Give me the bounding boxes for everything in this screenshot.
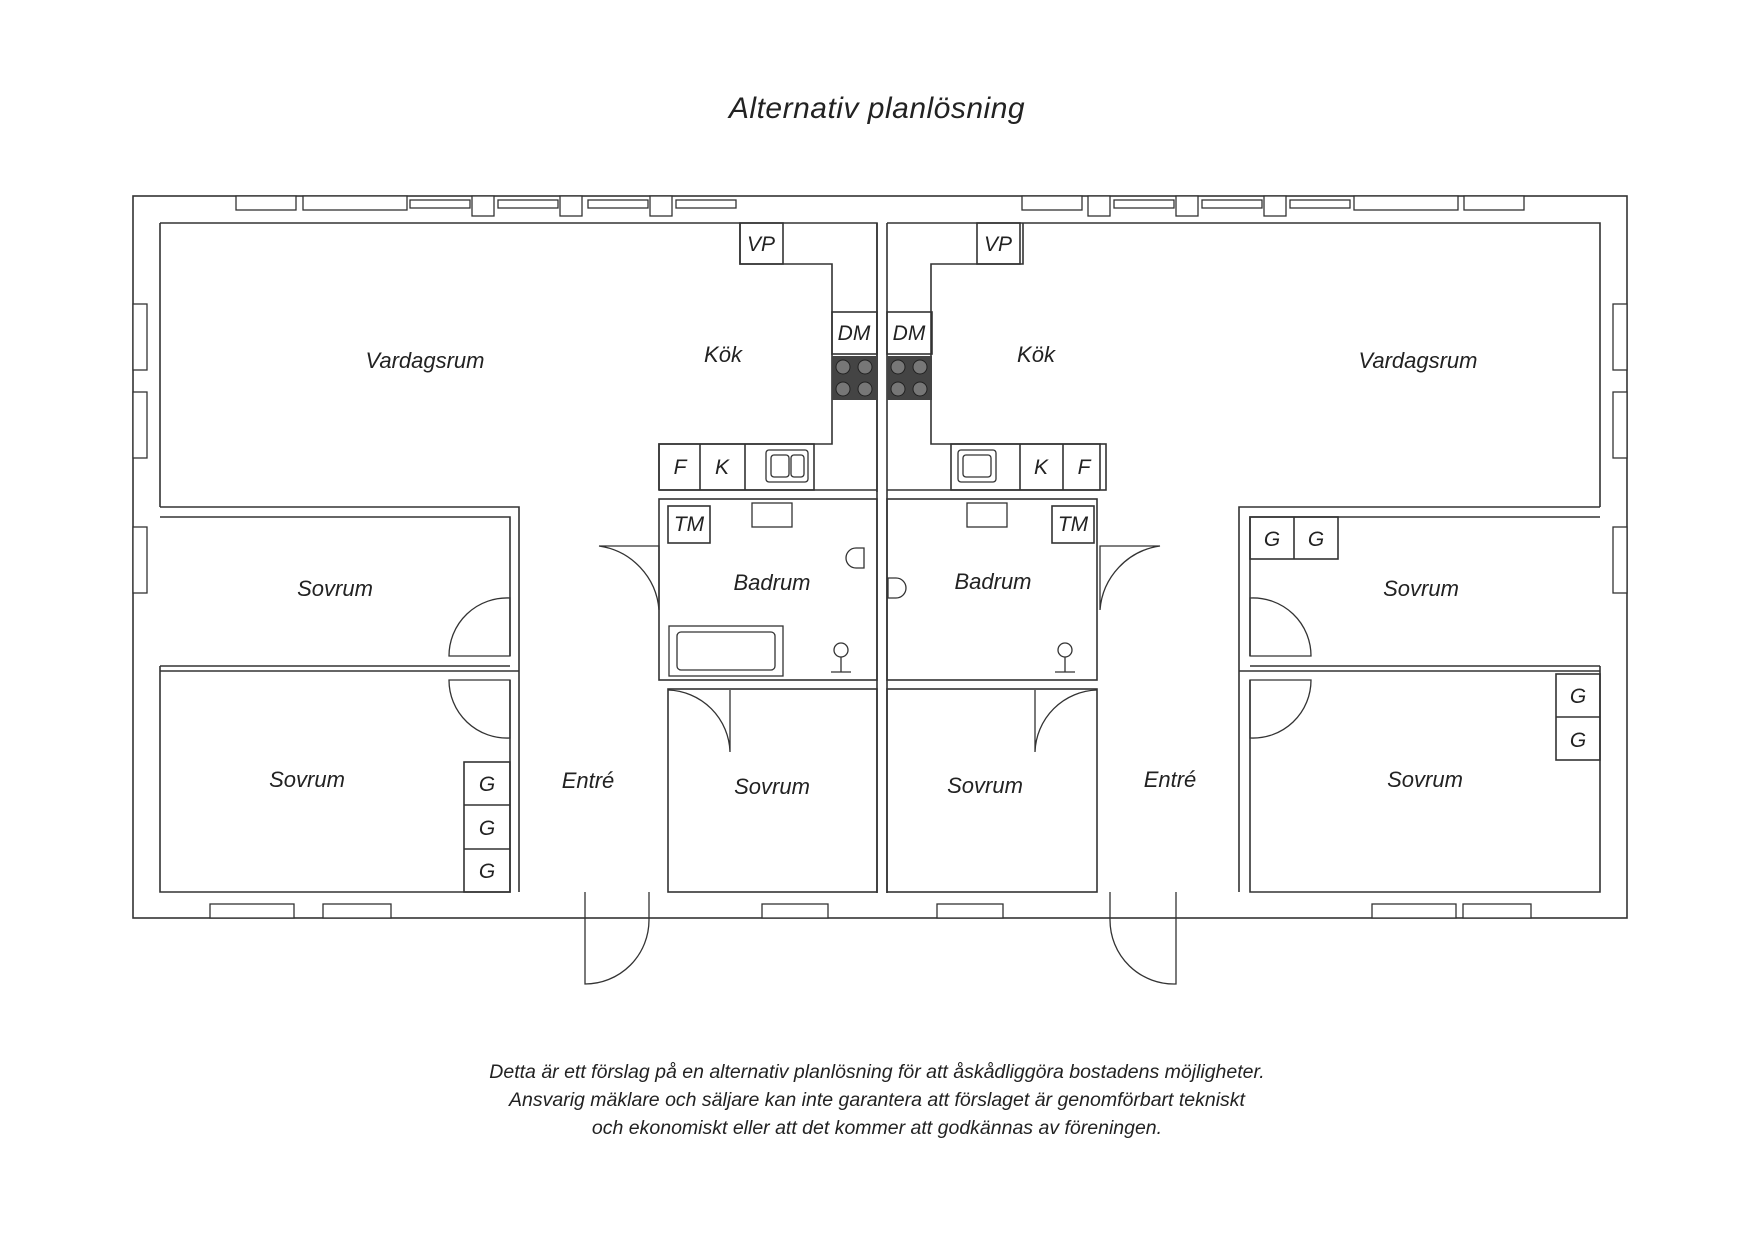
dm-label-right: DM <box>893 322 926 345</box>
outer-wall <box>132 195 1628 919</box>
g-label-right-2: G <box>1308 528 1324 551</box>
room-sovrum-left-top: Sovrum <box>297 576 373 601</box>
disclaimer-line-3: och ekonomiskt eller att det kommer att … <box>591 1117 1163 1139</box>
g-label-right-3: G <box>1570 685 1586 708</box>
f-label-right: F <box>1078 456 1092 479</box>
vp-label-left: VP <box>747 233 775 256</box>
room-vardagsrum-right: Vardagsrum <box>1358 348 1477 373</box>
room-sovrum-right-top: Sovrum <box>1383 576 1459 601</box>
inner-wall-left <box>159 222 878 507</box>
inner-wall-right <box>887 222 1601 507</box>
room-kok-right: Kök <box>1017 342 1056 367</box>
disclaimer: Detta är ett förslag på en alternativ pl… <box>0 1058 1754 1142</box>
room-entre-right: Entré <box>1144 767 1197 792</box>
tm-label-right: TM <box>1058 513 1089 536</box>
plan-title: Alternativ planlösning <box>728 92 1026 125</box>
dm-label-left: DM <box>838 322 871 345</box>
g-label-right-1: G <box>1264 528 1280 551</box>
vp-label-right: VP <box>984 233 1012 256</box>
k-label-left: K <box>715 456 730 479</box>
room-entre-left: Entré <box>562 768 615 793</box>
center-wall <box>876 223 888 893</box>
disclaimer-line-1: Detta är ett förslag på en alternativ pl… <box>489 1061 1265 1083</box>
room-sovrum-left-mid: Sovrum <box>734 774 810 799</box>
g-label-left-3: G <box>479 860 495 883</box>
room-badrum-left: Badrum <box>733 570 810 595</box>
room-sovrum-right-bottom: Sovrum <box>1387 767 1463 792</box>
g-label-left-1: G <box>479 773 495 796</box>
disclaimer-line-2: Ansvarig mäklare och säljare kan inte ga… <box>509 1089 1245 1111</box>
tm-label-left: TM <box>674 513 705 536</box>
f-label-left: F <box>674 456 688 479</box>
g-label-left-2: G <box>479 817 495 840</box>
g-label-right-4: G <box>1570 729 1586 752</box>
k-label-right: K <box>1034 456 1049 479</box>
room-badrum-right: Badrum <box>954 569 1031 594</box>
room-sovrum-left-bottom: Sovrum <box>269 767 345 792</box>
room-sovrum-right-mid: Sovrum <box>947 773 1023 798</box>
room-kok-left: Kök <box>704 342 743 367</box>
room-vardagsrum-left: Vardagsrum <box>365 348 484 373</box>
